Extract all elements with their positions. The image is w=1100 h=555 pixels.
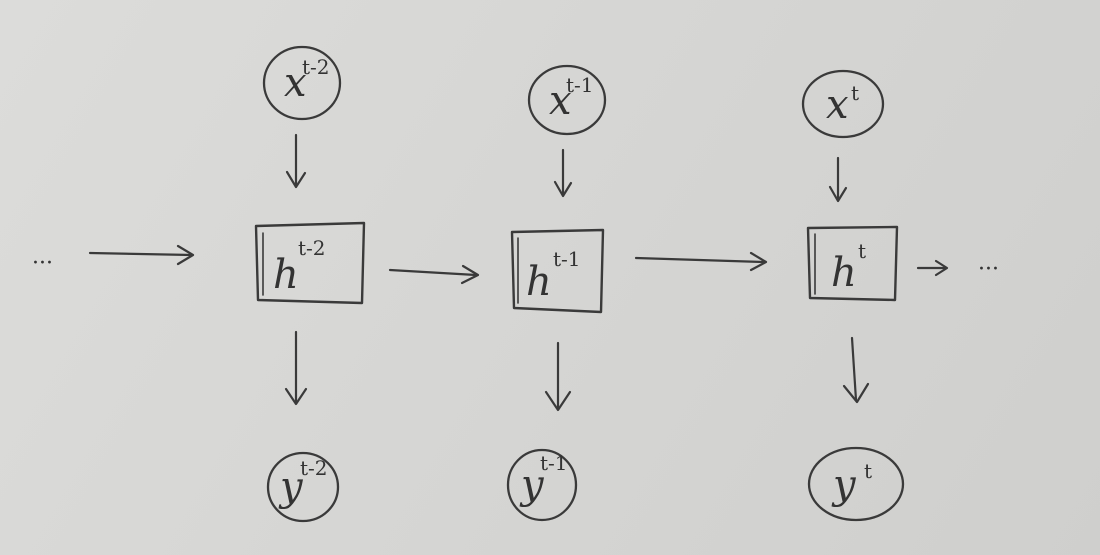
arrow-h-t-2-to-h-t-1 — [388, 264, 480, 285]
arrow-x-t-1-to-h-t-1 — [553, 148, 573, 198]
svg-text:x: x — [826, 82, 849, 128]
trailing-dots: ··· — [978, 257, 999, 282]
svg-text:h: h — [526, 259, 552, 305]
svg-text:t-2: t-2 — [298, 236, 326, 260]
svg-text:t-1: t-1 — [540, 451, 568, 475]
arrow-h-t-1-to-h-t — [634, 251, 768, 272]
arrow-out-of-h-t — [916, 259, 949, 277]
output-node-y-t: y t — [807, 446, 905, 522]
svg-text:t-1: t-1 — [566, 73, 594, 97]
svg-text:h: h — [831, 250, 857, 296]
svg-text:t-2: t-2 — [300, 456, 328, 480]
input-node-x-t-1: x t-1 — [527, 64, 607, 136]
arrow-h-t-to-y-t — [842, 336, 870, 404]
svg-text:y: y — [831, 462, 857, 508]
svg-text:y: y — [519, 462, 545, 508]
hidden-node-h-t-1: h t-1 — [510, 228, 605, 314]
hidden-node-h-t-2: h t-2 — [254, 221, 366, 305]
leading-dots: ··· — [32, 251, 53, 276]
hidden-node-h-t: h t — [806, 225, 899, 302]
svg-text:x: x — [549, 78, 572, 124]
svg-text:x: x — [284, 60, 307, 106]
svg-text:t: t — [851, 81, 859, 105]
output-node-y-t-1: y t-1 — [506, 448, 578, 522]
svg-text:t-1: t-1 — [553, 247, 581, 271]
output-node-y-t-2: y t-2 — [266, 451, 340, 523]
arrow-h-t-1-to-y-t-1 — [544, 341, 572, 412]
svg-text:t: t — [858, 239, 866, 263]
arrow-h-t-2-to-y-t-2 — [284, 330, 308, 406]
input-node-x-t: x t — [801, 69, 885, 139]
svg-text:y: y — [278, 464, 304, 510]
arrow-x-t-2-to-h-t-2 — [285, 133, 307, 189]
svg-text:h: h — [273, 252, 299, 298]
svg-text:t-2: t-2 — [302, 55, 330, 79]
input-node-x-t-2: x t-2 — [262, 45, 342, 121]
arrow-into-h-t-2 — [88, 244, 195, 266]
svg-text:t: t — [864, 459, 872, 483]
arrow-x-t-to-h-t — [828, 156, 848, 203]
